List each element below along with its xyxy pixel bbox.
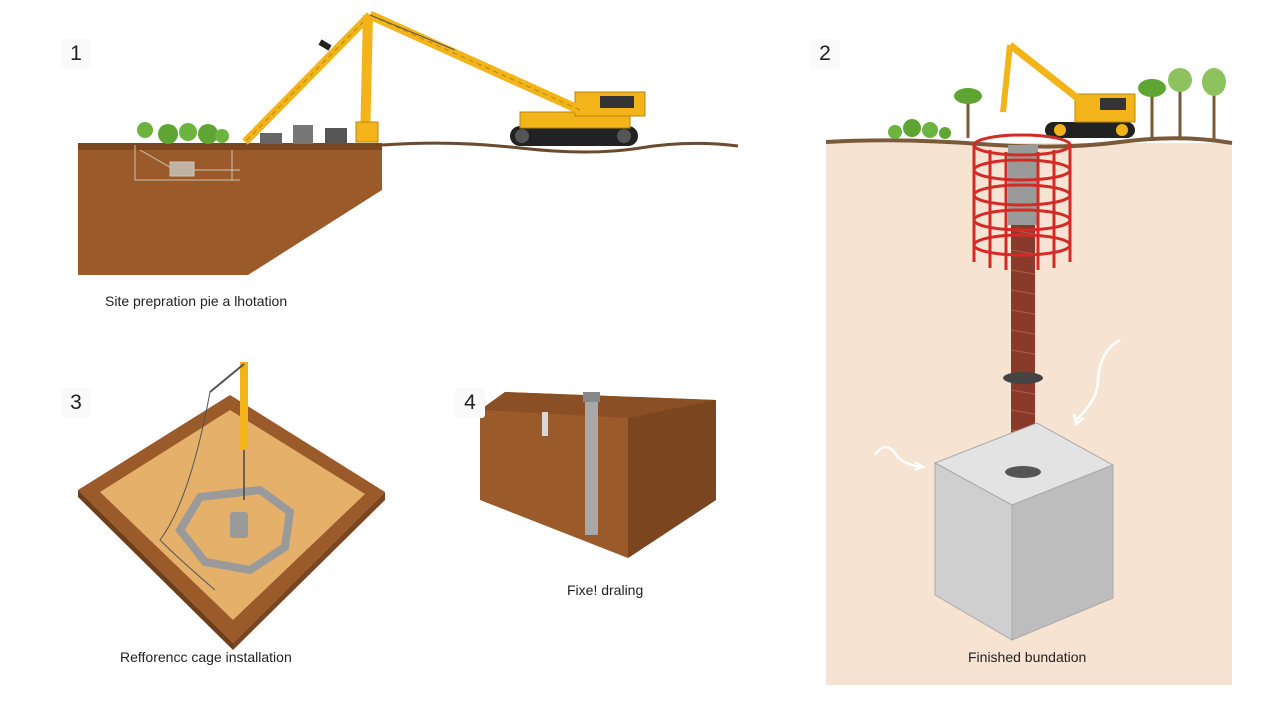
ground-line [381, 141, 739, 154]
panel-2-finished-foundation [825, 42, 1233, 685]
step-number-2: 2 [810, 39, 840, 69]
utility-lines [134, 145, 240, 181]
panel-3-cage-installation [78, 362, 385, 650]
caption-step-3: Refforencc cage installation [120, 649, 292, 665]
bush-icon [888, 119, 951, 139]
rebar-cage-icon [972, 133, 1072, 270]
drill-casing [585, 395, 598, 535]
panel-1-site-preparation [78, 10, 739, 275]
caption-step-2: Finished bundation [968, 649, 1087, 665]
caption-step-4: Fixe! draling [567, 582, 644, 598]
panel-4-drilling [480, 392, 716, 558]
palm-tree-icon [1138, 68, 1226, 140]
crawler-crane-icon [159, 362, 248, 591]
excavator-icon [1000, 42, 1136, 138]
site-shed [260, 133, 282, 144]
crawler-crane-icon [242, 10, 646, 146]
ring-form [175, 485, 295, 575]
step-number-3: 3 [61, 388, 91, 418]
caption-step-1: Site prepration pie a lhotation [105, 293, 288, 309]
concrete-footing-icon [933, 422, 1115, 641]
bush-icon [137, 122, 229, 144]
palm-tree-icon [954, 88, 982, 138]
step-number-1: 1 [61, 39, 91, 69]
arrow-icon [873, 338, 1121, 472]
step-number-4: 4 [455, 388, 485, 418]
soil-block [78, 143, 382, 275]
